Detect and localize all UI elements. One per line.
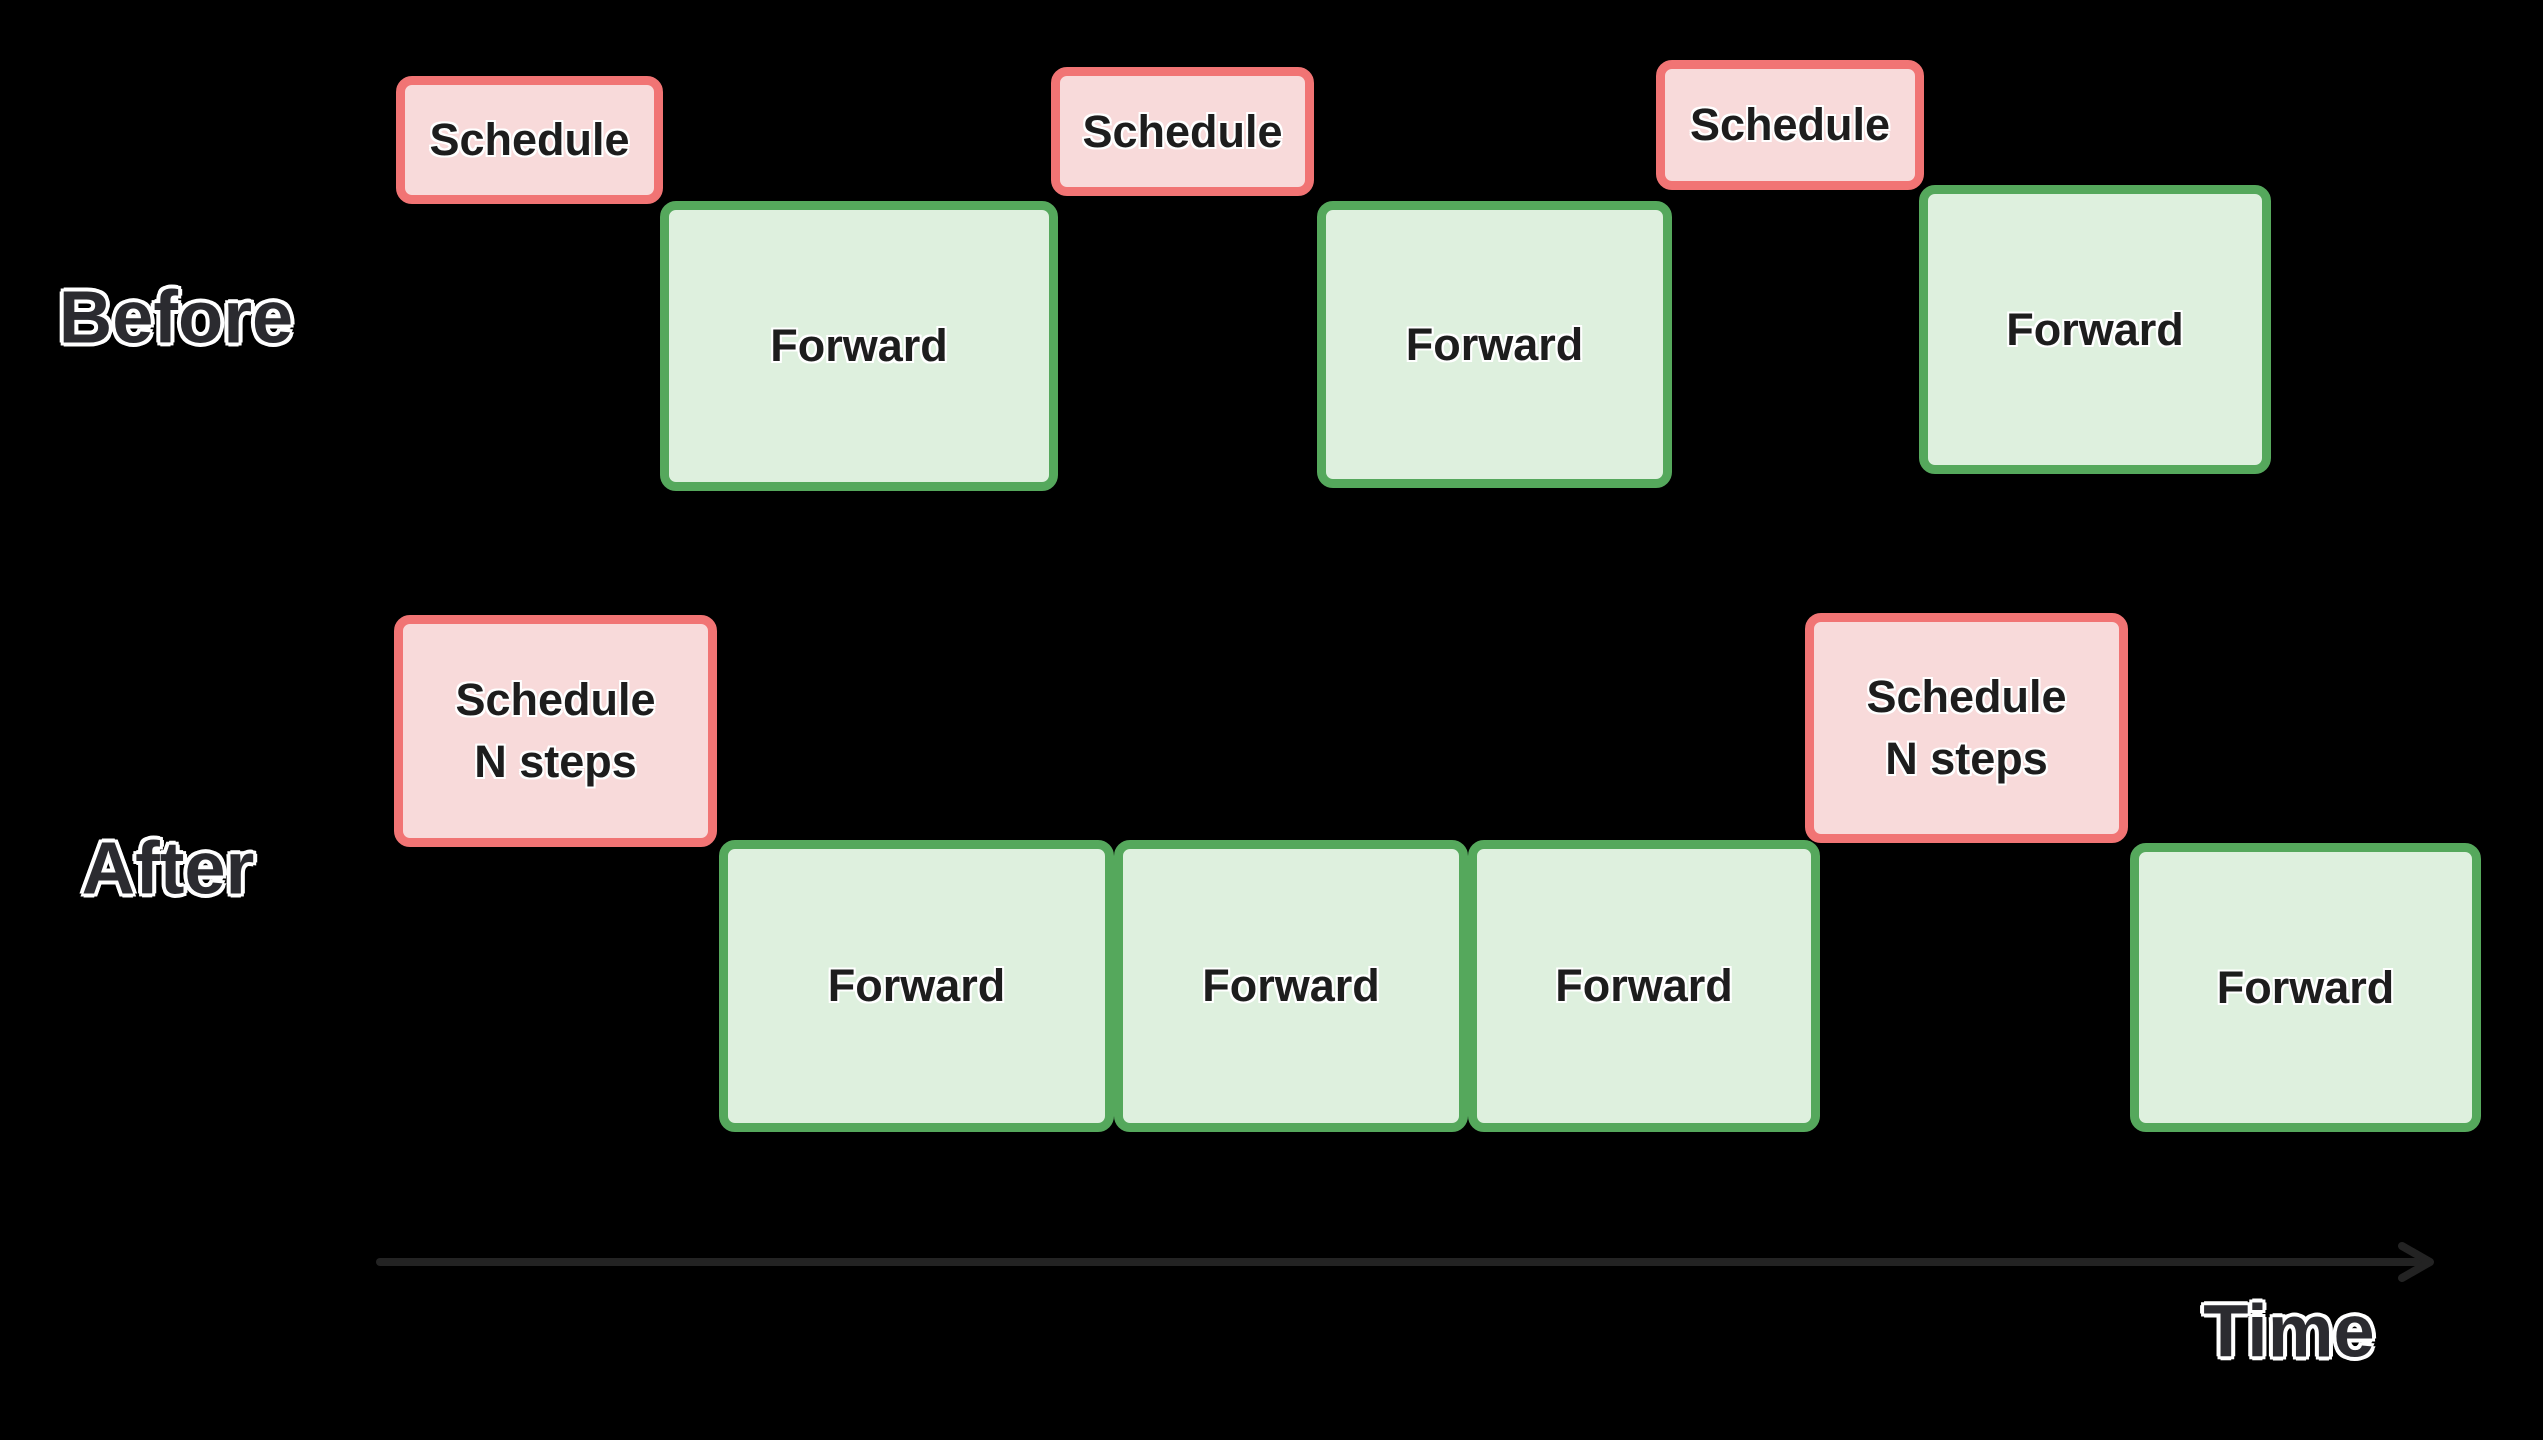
- box-label-line: Schedule: [1082, 105, 1283, 157]
- box-label-line: Schedule: [1866, 671, 2067, 722]
- forward-box: Forward: [1919, 185, 2271, 474]
- box-label-line: Forward: [1202, 960, 1380, 1011]
- forward-box: Forward: [1114, 840, 1468, 1132]
- schedule-box: Schedule N steps: [1805, 613, 2128, 843]
- forward-box: Forward: [660, 201, 1058, 491]
- box-label-line: Schedule: [429, 114, 630, 165]
- box-label-line: Forward: [827, 960, 1006, 1011]
- box-label-line: Schedule: [455, 674, 656, 725]
- box-label-line: Forward: [770, 320, 948, 371]
- box-label-line: Forward: [2006, 303, 2184, 355]
- schedule-box: Schedule: [1656, 60, 1924, 190]
- box-label-line: Forward: [1555, 960, 1733, 1011]
- before-label: Before: [58, 275, 294, 359]
- schedule-box: Schedule: [1051, 67, 1314, 196]
- box-label-line: N steps: [1885, 733, 2048, 784]
- forward-box: Forward: [2130, 843, 2481, 1132]
- forward-box: Forward: [1317, 201, 1672, 488]
- forward-box: Forward: [1468, 840, 1820, 1132]
- forward-box: Forward: [719, 840, 1114, 1132]
- arrowhead-icon: [2398, 1242, 2434, 1282]
- box-label-line: Forward: [2216, 961, 2395, 1013]
- box-label-line: N steps: [474, 736, 637, 787]
- after-label: After: [81, 826, 255, 910]
- time-label: Time: [2203, 1289, 2375, 1373]
- schedule-box: Schedule N steps: [394, 615, 717, 847]
- box-label-line: Forward: [1405, 318, 1584, 370]
- schedule-box: Schedule: [396, 76, 663, 204]
- box-label-line: Schedule: [1689, 99, 1891, 150]
